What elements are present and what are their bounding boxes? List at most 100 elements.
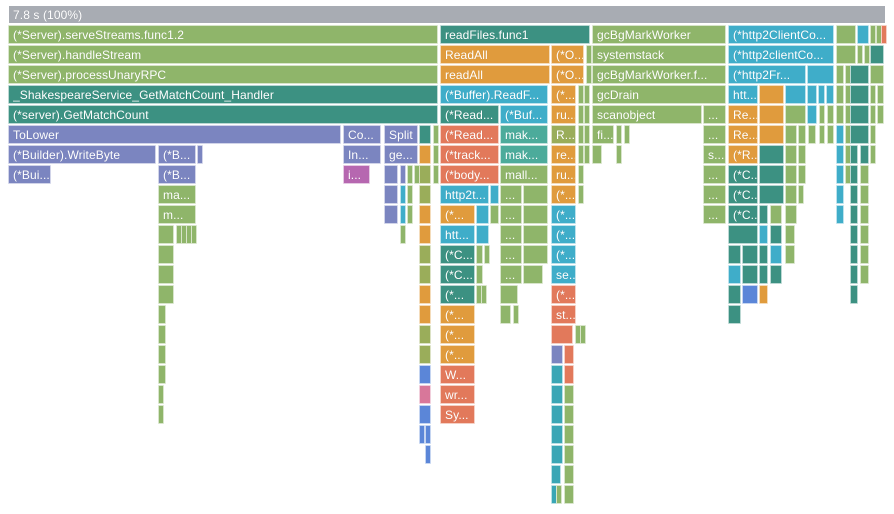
flame-frame-unlabeled[interactable]	[564, 365, 574, 384]
flame-frame-unlabeled[interactable]	[742, 245, 758, 264]
flame-frame-unlabeled[interactable]	[578, 165, 584, 184]
flame-frame-unlabeled[interactable]	[785, 205, 797, 224]
flame-frame-unlabeled[interactable]	[616, 125, 622, 144]
flame-frame[interactable]: gcDrain	[592, 85, 726, 104]
flame-frame[interactable]: se...	[551, 265, 576, 284]
flame-frame-unlabeled[interactable]	[407, 205, 413, 224]
flame-frame-unlabeled[interactable]	[785, 165, 797, 184]
flame-frame-unlabeled[interactable]	[400, 225, 406, 244]
flame-frame[interactable]: (*...	[551, 225, 576, 244]
flame-frame-unlabeled[interactable]	[836, 145, 844, 164]
flame-frame-unlabeled[interactable]	[578, 145, 584, 164]
flame-frame-unlabeled[interactable]	[728, 225, 758, 244]
flame-frame-unlabeled[interactable]	[807, 85, 817, 104]
flame-frame[interactable]: mak...	[500, 125, 548, 144]
flame-frame-unlabeled[interactable]	[850, 165, 858, 184]
flame-frame-unlabeled[interactable]	[419, 145, 431, 164]
flame-frame[interactable]: (*R...	[728, 145, 758, 164]
flame-frame-unlabeled[interactable]	[551, 365, 563, 384]
flame-frame-unlabeled[interactable]	[433, 125, 439, 144]
flame-frame-unlabeled[interactable]	[785, 225, 795, 244]
flame-frame-unlabeled[interactable]	[850, 265, 858, 284]
flame-frame[interactable]: ...	[703, 205, 726, 224]
flame-frame-unlabeled[interactable]	[523, 245, 548, 264]
flame-frame-unlabeled[interactable]	[870, 45, 884, 64]
flame-graph-title-bar[interactable]: 7.8 s (100%)	[8, 5, 886, 24]
flame-frame-unlabeled[interactable]	[798, 125, 806, 144]
flame-frame-unlabeled[interactable]	[850, 205, 858, 224]
flame-frame-unlabeled[interactable]	[860, 265, 869, 284]
flame-frame-unlabeled[interactable]	[523, 265, 543, 284]
flame-frame[interactable]: Sy...	[440, 405, 475, 424]
flame-frame-unlabeled[interactable]	[500, 305, 511, 324]
flame-frame-unlabeled[interactable]	[616, 145, 622, 164]
flame-frame-unlabeled[interactable]	[419, 305, 431, 324]
flame-frame-unlabeled[interactable]	[860, 165, 869, 184]
flame-frame[interactable]: ...	[703, 105, 726, 124]
flame-frame-unlabeled[interactable]	[419, 205, 431, 224]
flame-frame-unlabeled[interactable]	[770, 225, 782, 244]
flame-frame[interactable]: (*...	[551, 245, 576, 264]
flame-frame-unlabeled[interactable]	[578, 85, 584, 104]
flame-frame[interactable]: wr...	[440, 385, 475, 404]
flame-frame-unlabeled[interactable]	[476, 245, 483, 264]
flame-frame-unlabeled[interactable]	[419, 185, 431, 204]
flame-frame-unlabeled[interactable]	[870, 65, 884, 84]
flame-frame-unlabeled[interactable]	[158, 285, 174, 304]
flame-frame[interactable]: st...	[551, 305, 576, 324]
flame-frame[interactable]: R...	[551, 125, 576, 144]
flame-frame-unlabeled[interactable]	[384, 165, 398, 184]
flame-frame-unlabeled[interactable]	[870, 25, 876, 44]
flame-frame-unlabeled[interactable]	[400, 165, 406, 184]
flame-frame[interactable]: gcBgMarkWorker.f...	[592, 65, 726, 84]
flame-frame[interactable]: (*...	[551, 85, 576, 104]
flame-frame-unlabeled[interactable]	[818, 85, 825, 104]
flame-frame[interactable]: i...	[343, 165, 370, 184]
flame-frame-unlabeled[interactable]	[877, 105, 884, 124]
flame-frame[interactable]: (*...	[440, 305, 475, 324]
flame-frame-unlabeled[interactable]	[419, 405, 431, 424]
flame-frame[interactable]: scanobject	[592, 105, 702, 124]
flame-frame[interactable]: re...	[551, 145, 576, 164]
flame-frame-unlabeled[interactable]	[850, 85, 869, 104]
flame-frame-unlabeled[interactable]	[759, 265, 768, 284]
flame-frame-unlabeled[interactable]	[425, 425, 431, 444]
flame-frame-unlabeled[interactable]	[742, 285, 758, 304]
flame-frame-unlabeled[interactable]	[564, 485, 574, 504]
flame-frame[interactable]: gcBgMarkWorker	[592, 25, 726, 44]
flame-frame-unlabeled[interactable]	[870, 105, 876, 124]
flame-frame[interactable]: ge...	[384, 145, 418, 164]
flame-frame-unlabeled[interactable]	[584, 105, 590, 124]
flame-frame-unlabeled[interactable]	[870, 125, 876, 144]
flame-frame[interactable]: (*...	[440, 345, 475, 364]
flame-frame-unlabeled[interactable]	[407, 185, 413, 204]
flame-frame[interactable]: (*O...	[551, 45, 584, 64]
flame-frame-unlabeled[interactable]	[770, 265, 782, 284]
flame-frame-unlabeled[interactable]	[158, 345, 166, 364]
flame-frame-unlabeled[interactable]	[551, 345, 563, 364]
flame-frame-unlabeled[interactable]	[586, 65, 592, 84]
flame-frame-unlabeled[interactable]	[476, 205, 489, 224]
flame-frame-unlabeled[interactable]	[770, 205, 782, 224]
flame-frame-unlabeled[interactable]	[785, 125, 797, 144]
flame-frame-unlabeled[interactable]	[860, 205, 869, 224]
flame-frame[interactable]: (*Buffer).ReadF...	[440, 85, 548, 104]
flame-frame[interactable]: ru...	[551, 165, 576, 184]
flame-frame[interactable]: (*server).GetMatchCount	[8, 105, 438, 124]
flame-frame-unlabeled[interactable]	[158, 265, 174, 284]
flame-frame-unlabeled[interactable]	[759, 245, 768, 264]
flame-frame-unlabeled[interactable]	[759, 205, 768, 224]
flame-frame-unlabeled[interactable]	[819, 125, 825, 144]
flame-frame-unlabeled[interactable]	[523, 225, 548, 244]
flame-frame-unlabeled[interactable]	[826, 85, 834, 104]
flame-frame-unlabeled[interactable]	[564, 465, 574, 484]
flame-frame[interactable]: ...	[500, 245, 522, 264]
flame-frame-unlabeled[interactable]	[759, 285, 768, 304]
flame-frame-unlabeled[interactable]	[798, 165, 806, 184]
flame-frame-unlabeled[interactable]	[770, 245, 782, 264]
flame-frame[interactable]: (*Read...	[440, 105, 499, 124]
flame-frame-unlabeled[interactable]	[400, 205, 406, 224]
flame-frame[interactable]: (*C...	[728, 185, 758, 204]
flame-frame-unlabeled[interactable]	[857, 45, 863, 64]
flame-frame[interactable]: mall...	[500, 165, 548, 184]
